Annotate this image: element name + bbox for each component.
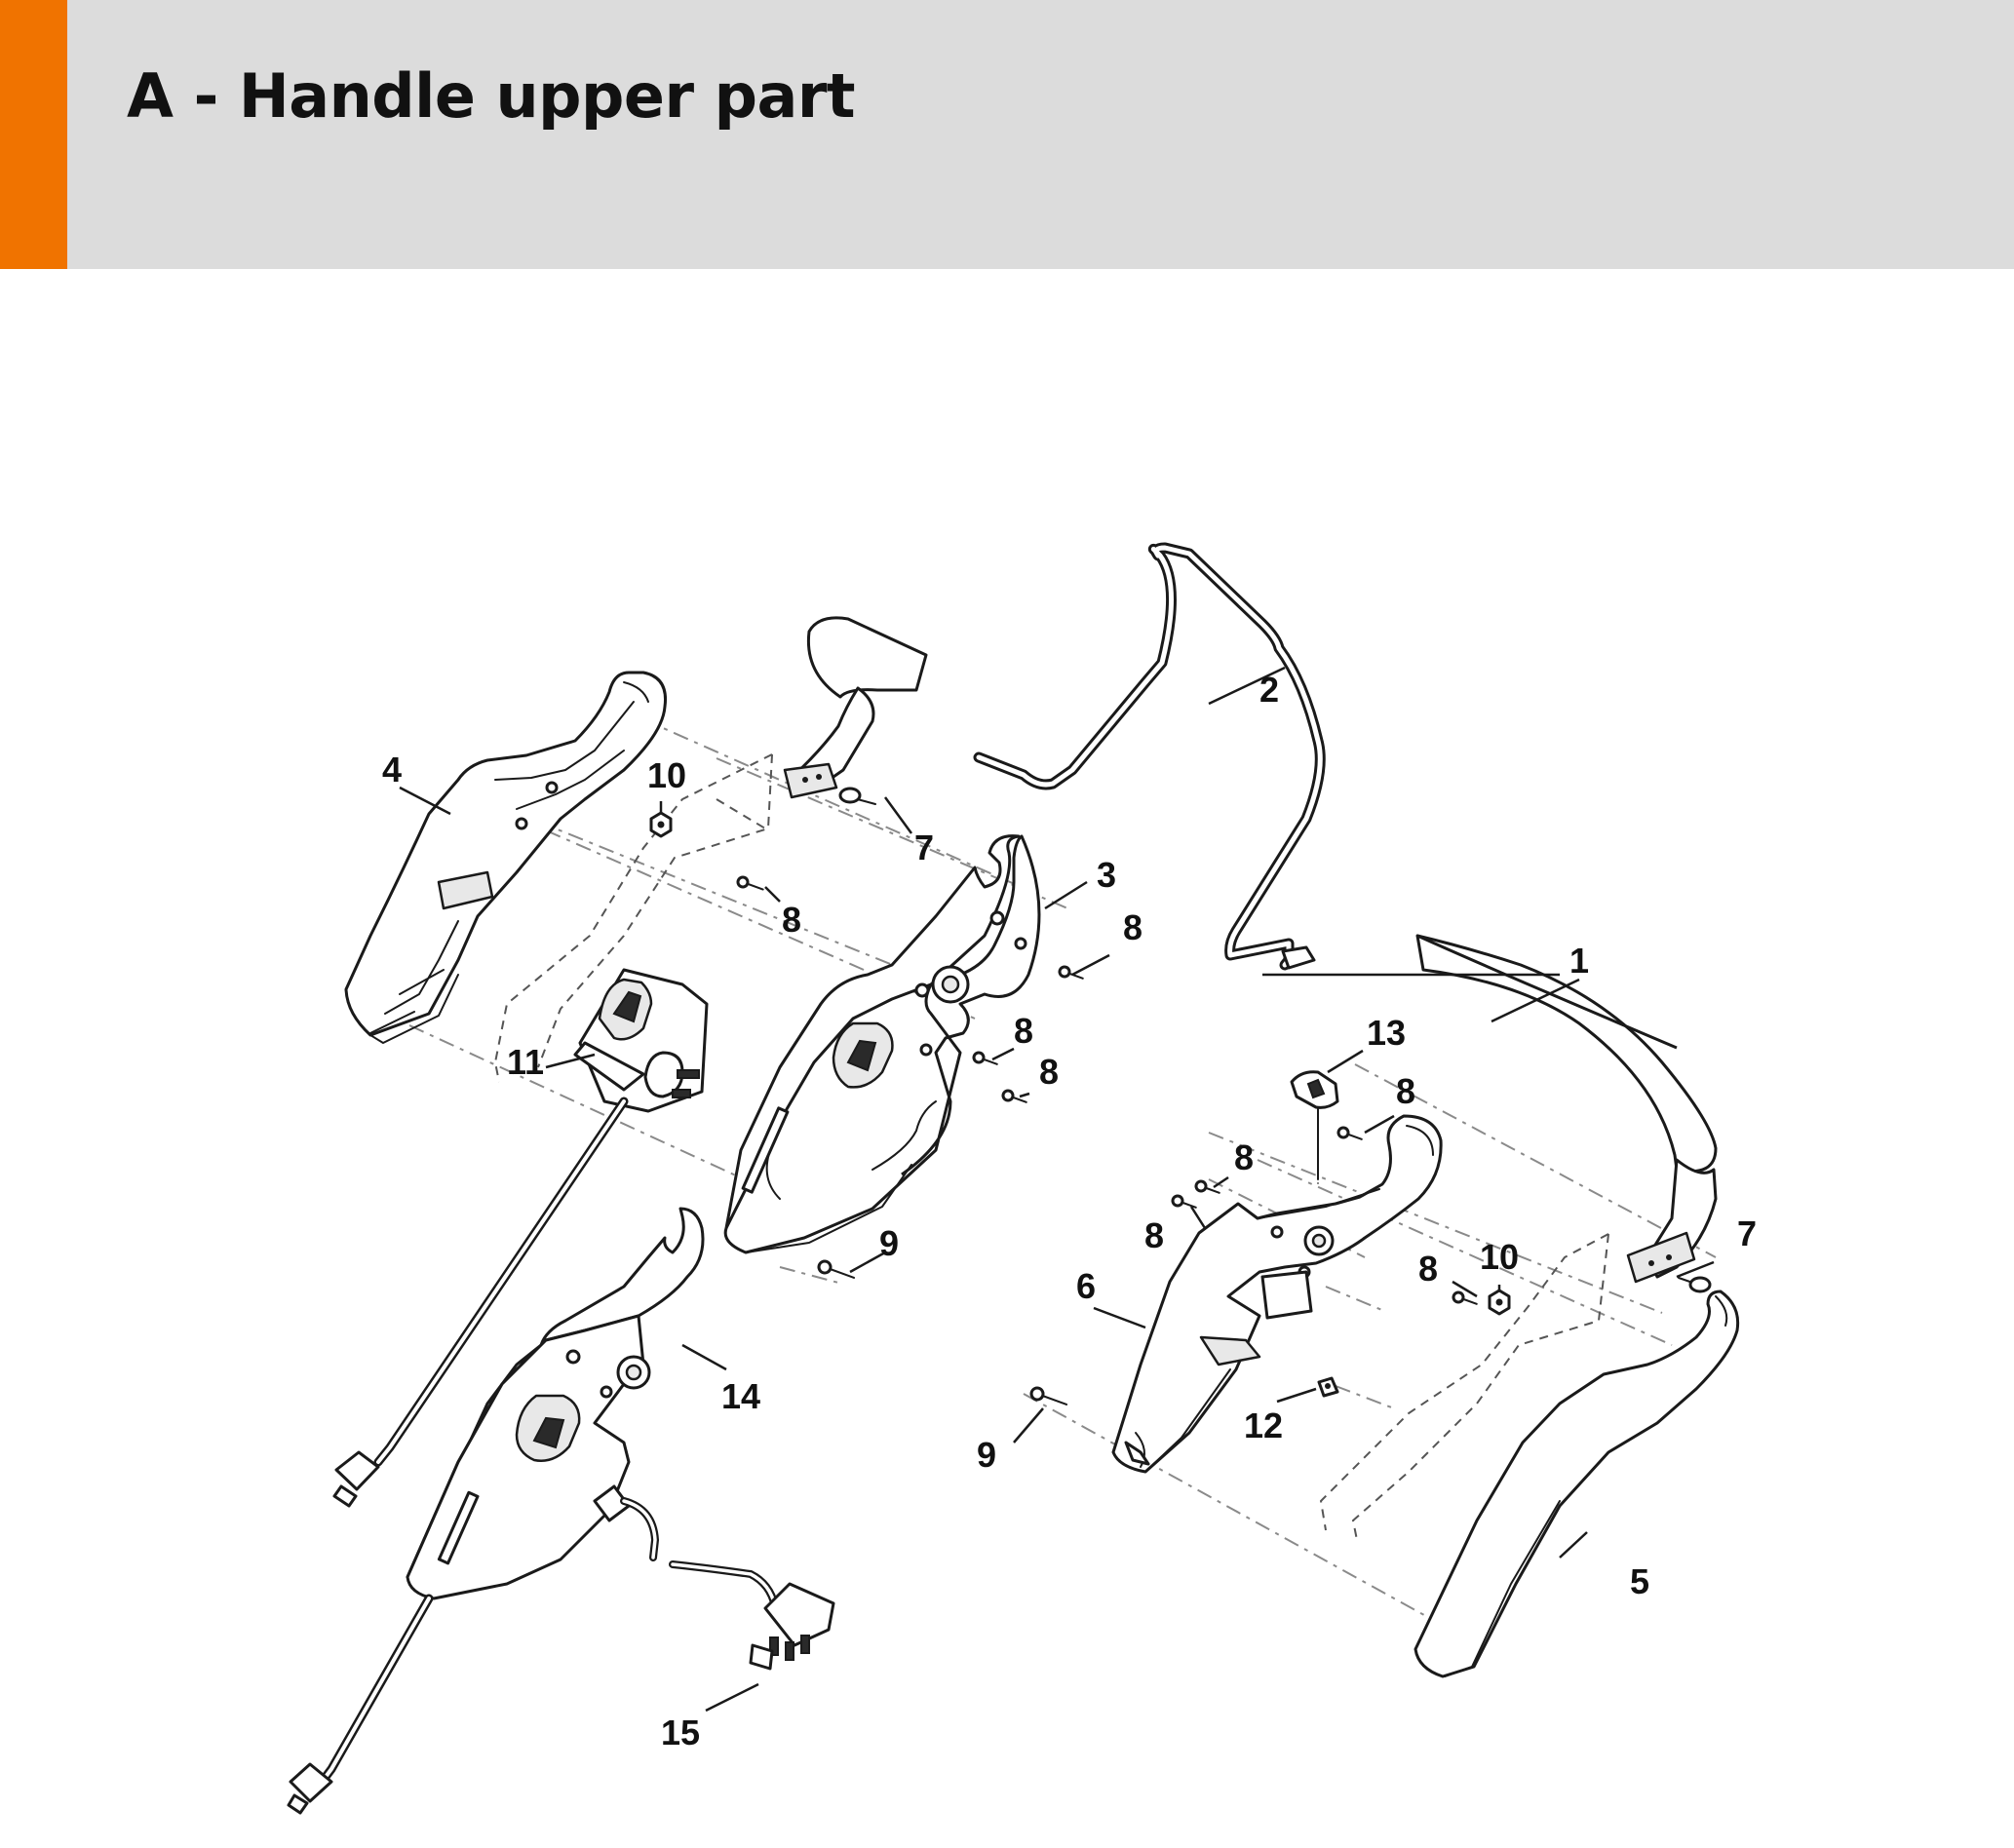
callout-1: 1 [1569, 941, 1589, 981]
callout-7-upper: 7 [914, 828, 934, 867]
part-7-pin-upper [838, 787, 876, 805]
callout-4: 4 [382, 750, 402, 789]
part-8-screws [736, 875, 1478, 1305]
leader-lines [399, 666, 1715, 1713]
callout-8-h: 8 [1418, 1249, 1438, 1289]
page-title: A - Handle upper part [127, 60, 856, 132]
callout-7-lower: 7 [1737, 1213, 1757, 1253]
part-5-right-cover [1414, 1290, 1740, 1678]
callout-8-e: 8 [1396, 1071, 1415, 1111]
hidden-frame-left [493, 753, 773, 1083]
callout-8-d: 8 [1039, 1052, 1059, 1092]
part-9-screws [817, 1259, 1068, 1405]
callout-9-lower: 9 [977, 1435, 996, 1475]
callout-15: 15 [661, 1713, 700, 1752]
part-2-bail-wire [973, 542, 1326, 971]
callout-14: 14 [721, 1376, 760, 1416]
callout-labels: 1 2 3 4 5 6 7 7 8 8 8 8 8 8 8 8 9 9 10 1… [382, 670, 1757, 1752]
part-4-left-cover [344, 671, 668, 1044]
callout-2: 2 [1259, 670, 1279, 710]
callout-5: 5 [1630, 1561, 1649, 1601]
callout-8-a: 8 [782, 900, 801, 940]
callout-8-c: 8 [1014, 1011, 1033, 1051]
callout-10-right: 10 [1480, 1237, 1519, 1277]
header-accent-bar [0, 0, 67, 269]
header-bar: A - Handle upper part [0, 0, 2014, 269]
part-1-left-bar-end [783, 616, 928, 799]
part-7-pin-lower [1678, 1276, 1712, 1293]
callout-3: 3 [1097, 855, 1116, 895]
callout-8-f: 8 [1234, 1137, 1254, 1177]
callout-11: 11 [507, 1042, 544, 1082]
callout-8-g: 8 [1144, 1215, 1164, 1255]
part-6-right-handle-half [1111, 1114, 1443, 1474]
part-14-lower-handle [287, 1207, 835, 1815]
hidden-frame-right [1319, 1233, 1609, 1541]
callout-13: 13 [1367, 1013, 1406, 1053]
callout-8-b: 8 [1123, 907, 1143, 947]
part-3-handle-half [723, 834, 1041, 1254]
part-15-pin [749, 1643, 774, 1671]
part-1-top-bar [1415, 934, 1718, 1284]
callout-6: 6 [1076, 1266, 1096, 1306]
part-12-cap [1317, 1376, 1339, 1398]
part-13-clip [1290, 1070, 1339, 1180]
callout-10-left: 10 [647, 755, 686, 795]
callout-12: 12 [1244, 1405, 1283, 1445]
callout-9-upper: 9 [879, 1223, 899, 1263]
